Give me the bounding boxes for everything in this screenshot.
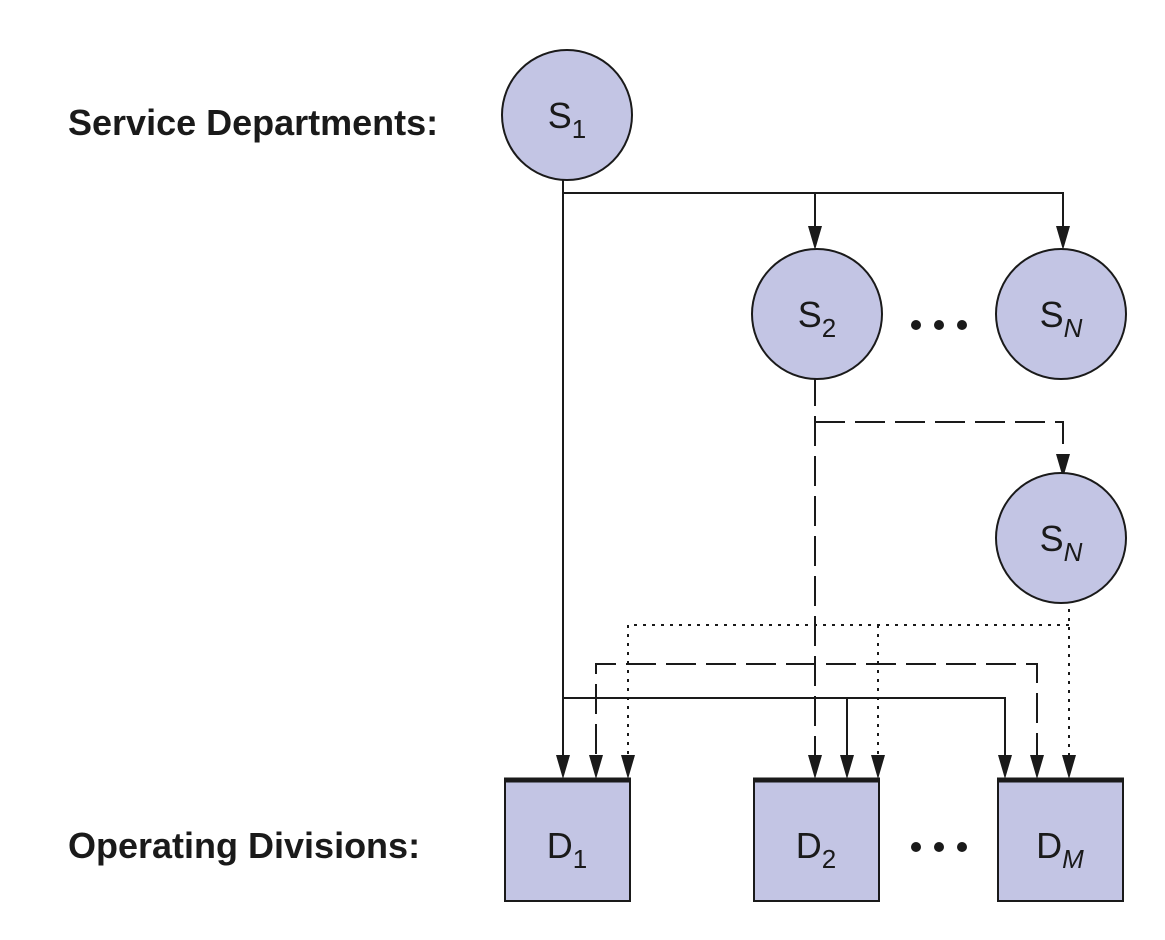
arrow-d1-dotted xyxy=(621,755,635,779)
ellipsis-dot xyxy=(957,842,967,852)
arrow-into-sn-mid xyxy=(1056,454,1070,478)
ellipsis-divisions xyxy=(911,842,967,852)
arrow-d1-dashed xyxy=(589,755,603,779)
arrow-into-sn-top xyxy=(1056,226,1070,250)
service-node-s1: S1 xyxy=(501,49,633,181)
division-node-d2: D2 xyxy=(753,777,880,902)
d2-label: D2 xyxy=(796,825,836,874)
arrow-dm-dashed xyxy=(1030,755,1044,779)
arrow-dm-dotted xyxy=(1062,755,1076,779)
sn-mid-label: SN xyxy=(1040,518,1083,567)
division-node-d1: D1 xyxy=(504,777,631,902)
ellipsis-dot xyxy=(911,842,921,852)
d1-label: D1 xyxy=(547,825,587,874)
s1-circle xyxy=(501,49,633,181)
service-departments-label: Service Departments: xyxy=(68,102,438,143)
ellipsis-dot xyxy=(934,842,944,852)
dm-box xyxy=(997,779,1124,902)
ellipsis-dot xyxy=(957,320,967,330)
arrow-d2-solid xyxy=(840,755,854,779)
s2-to-sn-line xyxy=(815,421,1064,458)
ellipsis-dot xyxy=(911,320,921,330)
service-node-s2: S2 xyxy=(751,248,883,380)
dm-label: DM xyxy=(1036,825,1084,874)
operating-divisions-label: Operating Divisions: xyxy=(68,825,420,866)
ellipsis-dot xyxy=(934,320,944,330)
s2-label: S2 xyxy=(798,294,836,343)
s2-to-d1-dm-line xyxy=(595,663,1038,763)
arrow-dm-solid xyxy=(998,755,1012,779)
s1-to-dm-line xyxy=(563,697,1006,763)
service-node-sn-mid: SN xyxy=(995,472,1127,604)
sn-mid-circle xyxy=(995,472,1127,604)
ellipsis-services xyxy=(911,320,967,330)
s2-circle xyxy=(751,248,883,380)
arrow-d2-dashed xyxy=(808,755,822,779)
division-node-dm: DM xyxy=(997,777,1124,902)
service-node-sn-top: SN xyxy=(995,248,1127,380)
sn-top-label: SN xyxy=(1040,294,1083,343)
arrowheads xyxy=(556,226,1076,779)
sn-to-d1-line xyxy=(627,624,1069,763)
arrow-into-s2 xyxy=(808,226,822,250)
s1-label: S1 xyxy=(548,95,586,144)
d1-box xyxy=(504,779,631,902)
arrow-d1-solid xyxy=(556,755,570,779)
flows-from-s1 xyxy=(562,178,1064,763)
flows-from-sn xyxy=(627,600,1070,763)
sn-top-circle xyxy=(995,248,1127,380)
arrow-d2-dotted xyxy=(871,755,885,779)
flows-from-s2 xyxy=(595,376,1064,763)
d2-box xyxy=(753,779,880,902)
s1-to-sn-line xyxy=(563,192,1064,232)
